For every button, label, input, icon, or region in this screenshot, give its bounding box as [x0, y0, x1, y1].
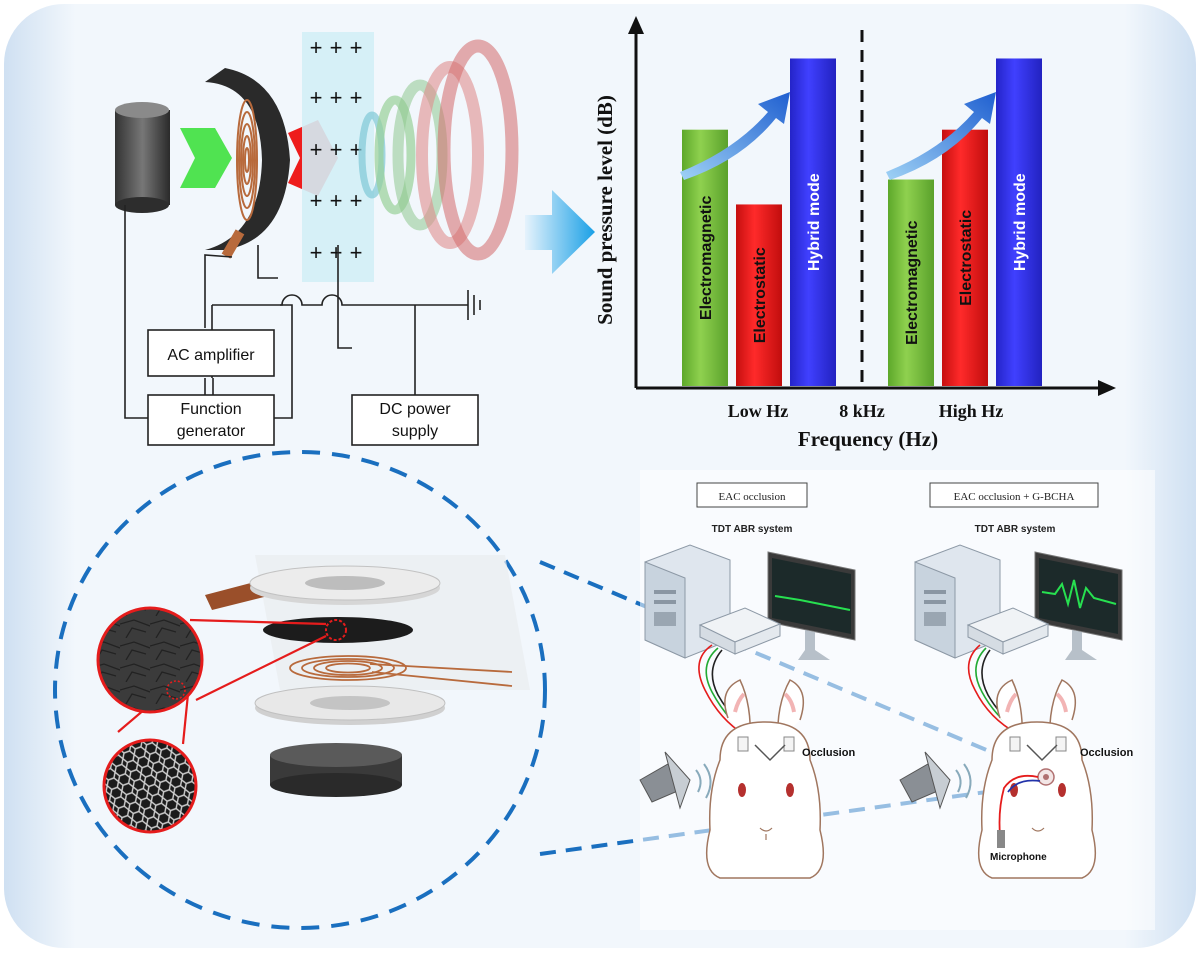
- plus-charge-4-2: +: [350, 240, 363, 265]
- svg-text:Function: Function: [180, 401, 241, 418]
- plus-charge-3-2: +: [350, 188, 363, 213]
- function-generator-box: Function generator: [147, 394, 275, 446]
- monitor-icon: [1034, 551, 1123, 660]
- plus-charge-4-0: +: [310, 240, 323, 265]
- hexagonal-lattice-zoom: [102, 738, 198, 834]
- green-wave-arrow-icon: [180, 128, 232, 188]
- ac-amplifier-box: AC amplifier: [147, 329, 275, 377]
- condition-label-left: EAC occlusion: [719, 491, 786, 503]
- svg-text:DC power: DC power: [379, 401, 451, 418]
- x-axis-label: Frequency (Hz): [798, 427, 938, 451]
- bar-label: Hybrid mode: [806, 173, 823, 271]
- callout-dashed-circle: [53, 450, 547, 930]
- spl-bar-chart: Sound pressure level (dB) Frequency (Hz)…: [593, 16, 1116, 451]
- coil-plate-icon: [205, 68, 290, 250]
- bar-low-hz-hybrid-mode: [790, 58, 836, 386]
- plus-charge-0-1: +: [330, 35, 343, 60]
- plus-charge-4-1: +: [330, 240, 343, 265]
- svg-text:generator: generator: [177, 423, 246, 440]
- abr-experiment: EAC occlusion TDT ABR system: [639, 470, 1155, 930]
- plus-charge-2-0: +: [310, 137, 323, 162]
- charge-signs: +++++++++++++++: [310, 35, 363, 265]
- circuit-wires: [124, 205, 481, 419]
- exploded-device-view: [53, 450, 547, 930]
- plus-charge-1-1: +: [330, 85, 343, 110]
- x-axis-arrowhead-icon: [1098, 380, 1116, 396]
- rabbit-illustration: [705, 679, 825, 879]
- system-label-left: TDT ABR system: [712, 524, 793, 535]
- occlusion-label-left: Occlusion: [802, 747, 855, 759]
- bar-label: Electromagnetic: [904, 220, 921, 345]
- speaker-horn-icon-left: [639, 751, 712, 810]
- magnet-cylinder-icon: [115, 102, 170, 213]
- y-axis-arrowhead-icon: [628, 16, 644, 34]
- svg-text:AC amplifier: AC amplifier: [167, 347, 255, 364]
- increase-arrow-high-icon: [886, 92, 996, 180]
- plus-charge-1-0: +: [310, 85, 323, 110]
- x-tick-label: Low Hz: [728, 401, 789, 421]
- setup-occlusion: EAC occlusion TDT ABR system: [639, 482, 856, 879]
- bar-high-hz-electrostatic: [942, 129, 988, 386]
- plus-charge-2-1: +: [330, 137, 343, 162]
- svg-text:supply: supply: [392, 423, 438, 440]
- graphene-membrane: [263, 617, 413, 643]
- plus-charge-3-1: +: [330, 188, 343, 213]
- microphone-label: Microphone: [990, 852, 1047, 863]
- bar-low-hz-electrostatic: [736, 204, 782, 386]
- bar-label: Electrostatic: [958, 210, 975, 306]
- copper-coil-icon: [236, 99, 258, 221]
- plus-charge-1-2: +: [350, 85, 363, 110]
- bar-label: Electromagnetic: [698, 195, 715, 320]
- x-tick-label: High Hz: [939, 401, 1004, 421]
- bar-high-hz-hybrid-mode: [996, 58, 1042, 386]
- amplifier-icon: [966, 607, 1050, 655]
- amplifier-icon: [698, 607, 782, 655]
- dc-power-supply-box: DC power supply: [351, 394, 479, 446]
- x-tick-labels: Low Hz 8 kHz High Hz: [728, 401, 1004, 421]
- speaker-horn-icon-right: [899, 751, 972, 810]
- monitor-icon: [767, 551, 856, 660]
- bar-label: Hybrid mode: [1012, 173, 1029, 271]
- occlusion-label-right: Occlusion: [1080, 747, 1133, 759]
- condition-label-right: EAC occlusion + G-BCHA: [954, 491, 1075, 503]
- system-label-right: TDT ABR system: [975, 524, 1056, 535]
- increase-arrow-low-icon: [680, 92, 790, 180]
- abr-waveform-icon: [1041, 579, 1117, 609]
- speaker-schematic: +++++++++++++++ AC am: [115, 32, 519, 446]
- bar-label: Electrostatic: [752, 247, 769, 343]
- x-tick-label: 8 kHz: [839, 401, 885, 421]
- flat-waveform-icon: [774, 595, 851, 611]
- rabbit-illustration: [977, 679, 1097, 879]
- membrane-sem-zoom: [96, 606, 204, 714]
- coil-layer-icon: [289, 655, 513, 687]
- sound-wave-rings-icon: [358, 39, 519, 261]
- plus-charge-3-0: +: [310, 188, 323, 213]
- flow-arrow-icon: [525, 190, 595, 274]
- microphone-icon: [997, 830, 1005, 848]
- plus-charge-0-0: +: [310, 35, 323, 60]
- plus-charge-0-2: +: [350, 35, 363, 60]
- y-axis-label: Sound pressure level (dB): [593, 95, 617, 325]
- bar-high-hz-electromagnetic: [888, 179, 934, 386]
- setup-occlusion-gbcha: EAC occlusion + G-BCHA TDT ABR system: [899, 482, 1133, 879]
